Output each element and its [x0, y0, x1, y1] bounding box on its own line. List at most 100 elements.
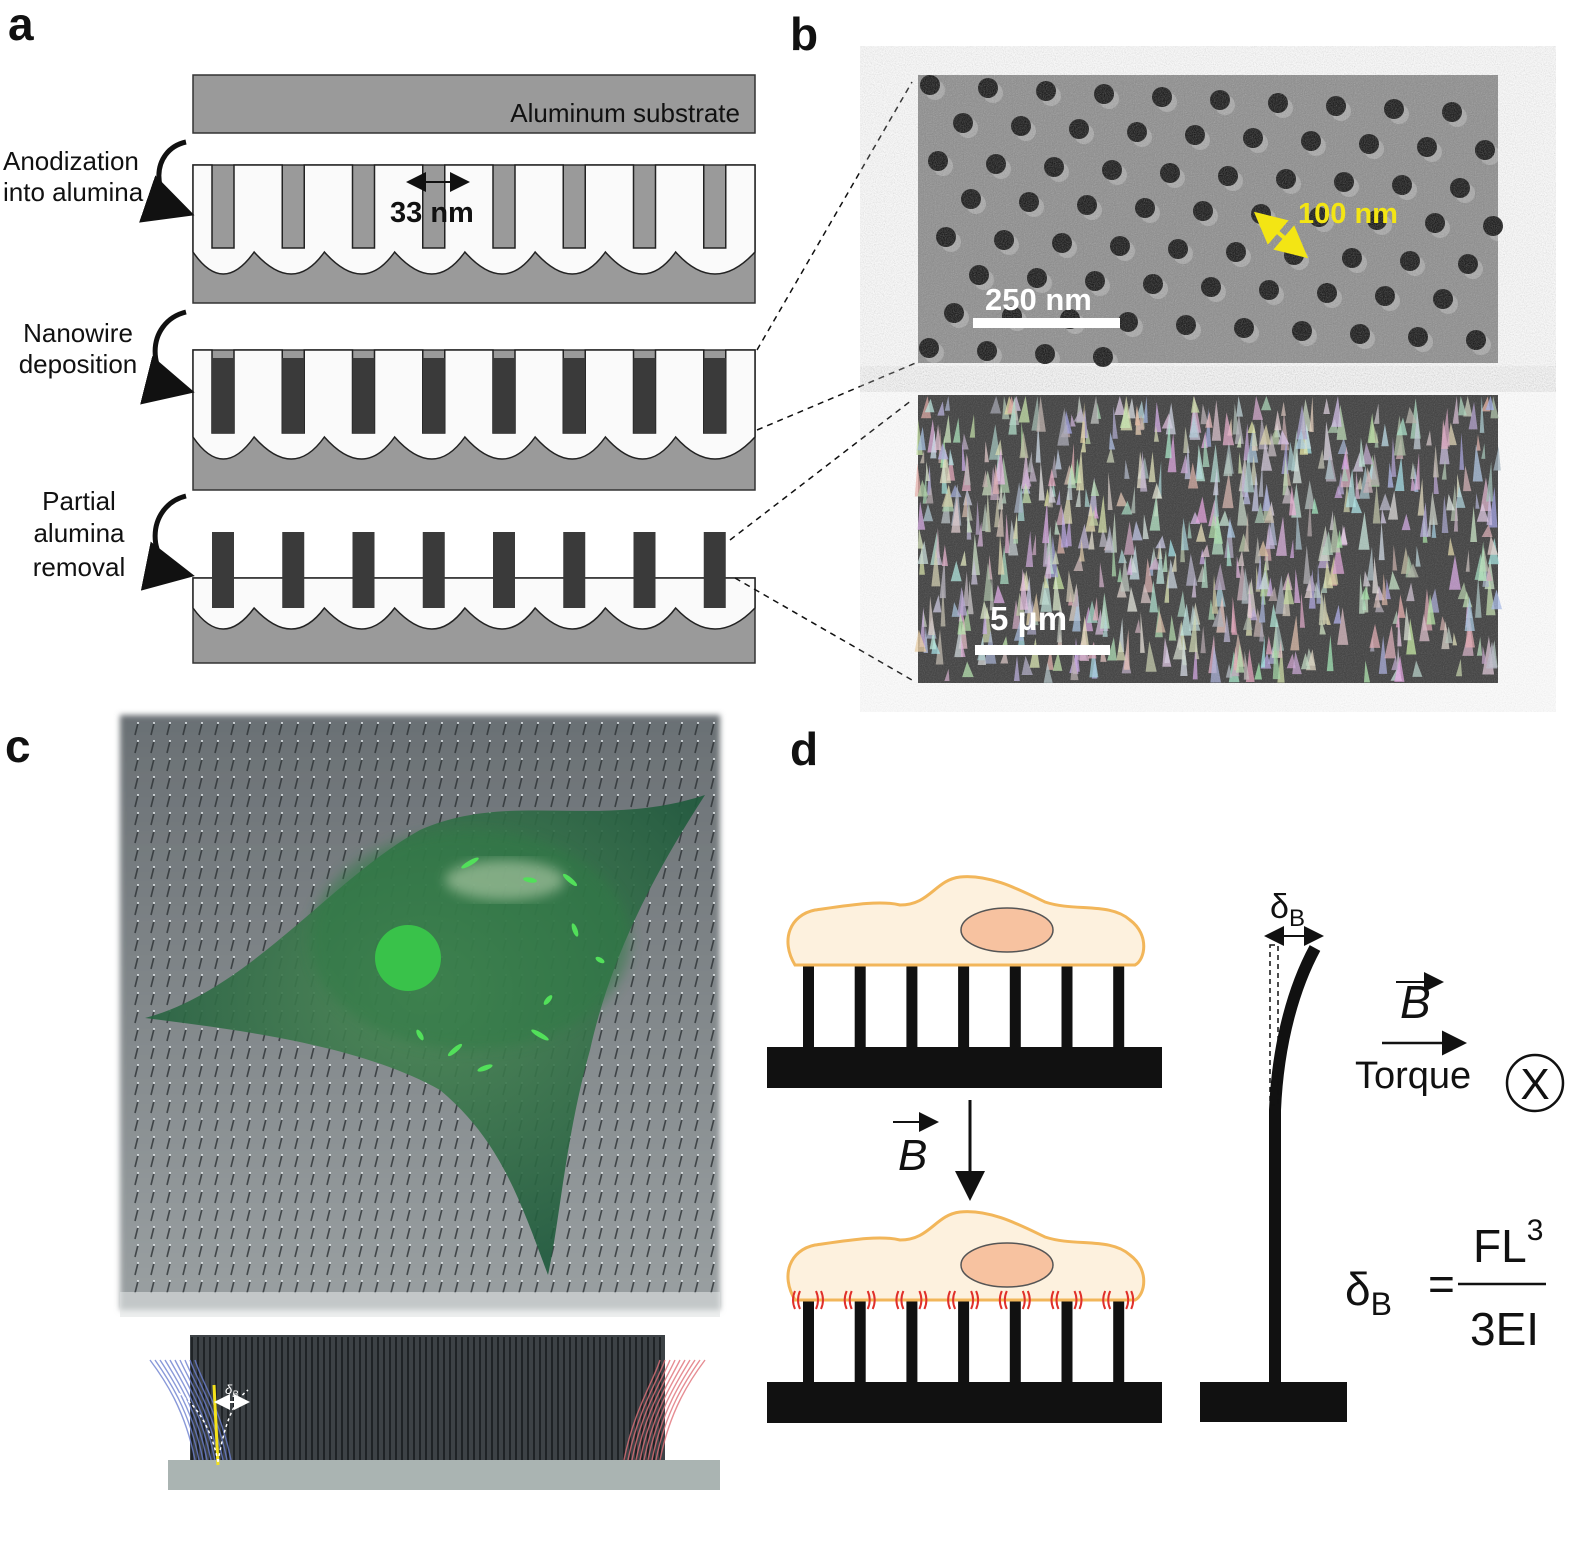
- nanowire: [212, 532, 234, 608]
- nanowire: [563, 532, 586, 608]
- signal-wave: [1125, 1290, 1130, 1310]
- nanowire: [493, 358, 515, 433]
- organelle: [523, 877, 537, 883]
- signal-wave: [1102, 1290, 1107, 1310]
- nanopillar: [803, 1297, 814, 1383]
- signal-wave: [871, 1290, 876, 1310]
- signal-wave: [1026, 1290, 1031, 1310]
- substrate: [767, 1047, 1162, 1088]
- sem-top-view: 250 nm 100 nm: [918, 75, 1508, 372]
- cell-on-nanowire-render: [120, 715, 720, 1317]
- scale-bar-250nm: [973, 318, 1120, 328]
- fabrication-schematic: Aluminum substrate Anodization into alum…: [3, 74, 756, 664]
- nanowire: [422, 358, 445, 433]
- signal-wave: [900, 1290, 905, 1310]
- step1-line1: Anodization: [3, 146, 139, 176]
- spacing-arrow: [1253, 211, 1309, 259]
- signal-wave: [1073, 1290, 1078, 1310]
- scale-label-250nm: 250 nm: [985, 282, 1092, 317]
- signal-wave: [975, 1290, 980, 1310]
- signal-wave: [998, 1290, 1003, 1310]
- zoom-guide-lines: [729, 81, 919, 681]
- nanowire: [352, 532, 375, 608]
- nanopillar: [1113, 1297, 1125, 1383]
- bent-nanowire: [1269, 945, 1321, 1384]
- nanopillar: [854, 962, 866, 1048]
- equation-lhs: δB: [1345, 1263, 1392, 1322]
- nanowire: [352, 358, 375, 433]
- field-label-right: B: [1400, 976, 1431, 1028]
- panel-label-a: a: [8, 0, 34, 50]
- into-page-symbol: X: [1520, 1060, 1549, 1109]
- process-arrow-1: [139, 139, 195, 223]
- signal-wave: [1050, 1290, 1055, 1310]
- organelle: [562, 873, 578, 887]
- scale-label-5um: 5 μm: [990, 600, 1067, 637]
- nanopillar: [906, 962, 918, 1048]
- signal-wave: [952, 1290, 957, 1310]
- equation-numerator: FL3: [1473, 1214, 1543, 1272]
- nucleus: [960, 907, 1054, 953]
- organelle: [461, 857, 479, 869]
- organelle: [531, 1029, 549, 1041]
- deflection-label-c: δB: [225, 1382, 238, 1399]
- process-step-block: [192, 349, 756, 491]
- signal-wave: [1130, 1290, 1135, 1310]
- substrate-label: Aluminum substrate: [510, 98, 740, 128]
- signal-wave: [866, 1290, 871, 1310]
- nanopillar: [803, 962, 814, 1048]
- panel-label-b: b: [790, 8, 818, 60]
- spacing-label: 100 nm: [1298, 198, 1398, 230]
- nanowire: [703, 358, 726, 433]
- nanopillar: [958, 962, 970, 1048]
- sem-tilted-view: 5 μm: [914, 395, 1503, 683]
- nucleus: [960, 1242, 1054, 1288]
- nanowire: [212, 358, 234, 433]
- organelle: [571, 923, 579, 937]
- nanopillar: [1009, 962, 1021, 1048]
- process-arrow-2: [140, 309, 195, 405]
- step1-line2: into alumina: [3, 177, 144, 207]
- signal-wave: [970, 1290, 975, 1310]
- base: [1200, 1382, 1347, 1422]
- organelle: [447, 1043, 463, 1057]
- bending-nanowire-diagram: δB B Torque X δB = FL3 3EI: [1200, 888, 1565, 1422]
- organelle: [543, 995, 553, 1005]
- signal-wave: [815, 1290, 819, 1310]
- nanowire: [282, 532, 305, 608]
- organelle: [477, 1064, 493, 1072]
- signal-wave: [1055, 1290, 1060, 1310]
- nanowire: [633, 358, 656, 433]
- panel-label-c: c: [5, 720, 31, 772]
- alumina-layer: [192, 164, 756, 275]
- nanopillar: [1113, 962, 1125, 1048]
- nanopillar: [1009, 1297, 1021, 1383]
- magnetic-actuation-schematic: [767, 875, 1162, 1423]
- signal-wave: [947, 1290, 952, 1310]
- signal-wave: [820, 1290, 824, 1310]
- nanopillar: [854, 1297, 866, 1383]
- signal-wave: [1078, 1290, 1083, 1310]
- nanowire: [282, 358, 305, 433]
- equation-denominator: 3EI: [1470, 1303, 1539, 1355]
- step2-line2: deposition: [19, 349, 138, 379]
- nanopillar: [906, 1297, 918, 1383]
- nanowire-array-render: δB: [149, 1335, 720, 1490]
- process-arrow-3: [140, 493, 195, 591]
- process-step-block: [192, 532, 756, 664]
- aluminum-substrate: [192, 74, 756, 134]
- nanowire: [703, 532, 726, 608]
- signal-wave: [1003, 1290, 1008, 1310]
- panel-label-d: d: [790, 723, 818, 775]
- signal-wave: [1021, 1290, 1026, 1310]
- deflection-label: δB: [1270, 888, 1305, 932]
- alumina-layer: [192, 349, 756, 460]
- step3-line1: Partial: [42, 486, 116, 516]
- nanowire: [422, 532, 445, 608]
- alumina-layer: [192, 577, 756, 630]
- substrate: [767, 1382, 1162, 1423]
- process-step-block: [192, 164, 756, 304]
- scale-bar-5um: [975, 645, 1110, 655]
- field-label-b: B: [898, 1131, 927, 1180]
- step2-line1: Nanowire: [23, 318, 133, 348]
